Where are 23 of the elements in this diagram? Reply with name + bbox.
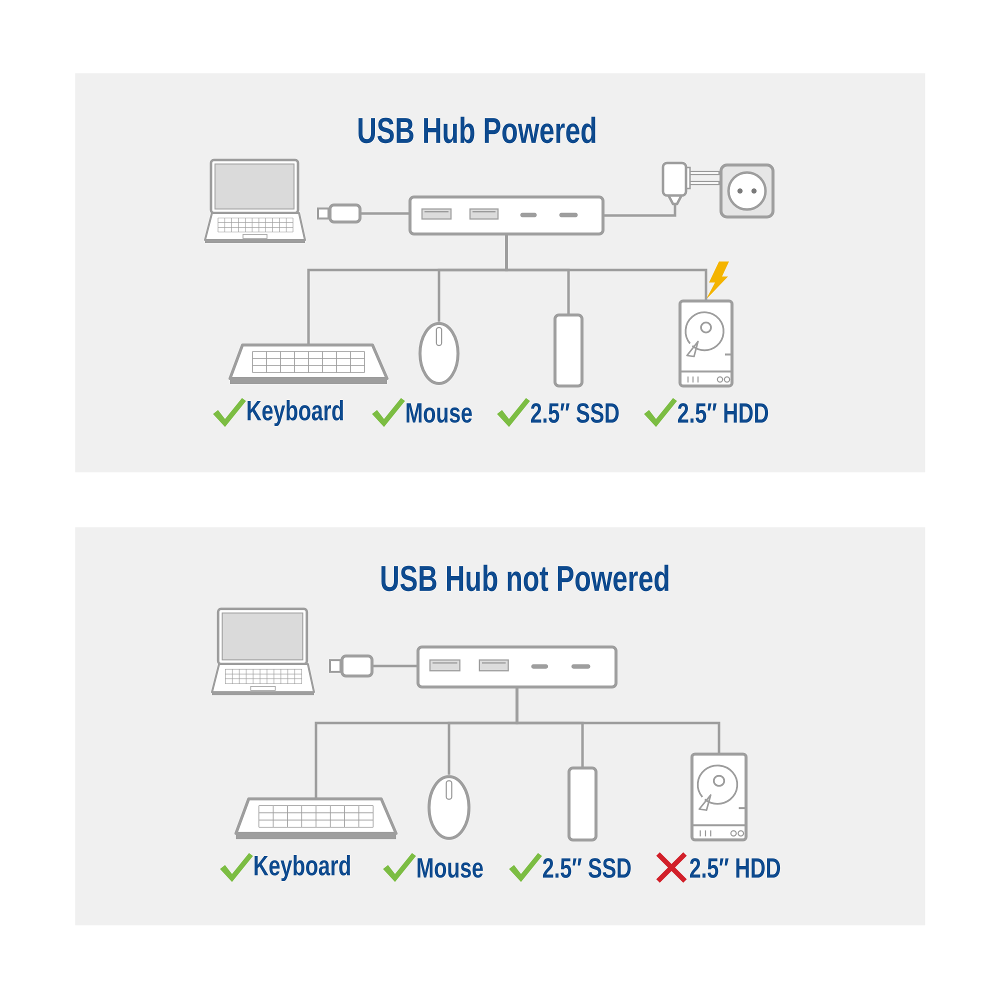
wall-socket: [720, 164, 774, 218]
laptop: [211, 608, 315, 696]
panel-title: USB Hub Powered: [358, 116, 596, 144]
device-label: 2.5″ SSD: [542, 858, 631, 878]
device-label: 2.5″ HDD: [690, 858, 780, 878]
device-label: Mouse: [406, 403, 472, 423]
usb-plug: [317, 204, 362, 224]
usb-plug: [329, 654, 374, 678]
cable: [374, 664, 416, 668]
connection-line: [516, 688, 720, 754]
device-label: 2.5″ SSD: [530, 403, 619, 423]
cable: [604, 204, 676, 217]
cable: [362, 212, 408, 215]
usb-hub: [416, 646, 618, 688]
usb-hub: [408, 196, 604, 236]
power-adapter: [662, 162, 720, 206]
connection-line: [505, 236, 708, 301]
device-label: Keyboard: [254, 854, 350, 882]
device-label: Mouse: [418, 858, 483, 878]
laptop: [204, 158, 306, 243]
device-label: 2.5″ HDD: [678, 403, 768, 423]
device-label: Keyboard: [248, 400, 343, 426]
panel-title: USB Hub not Powered: [382, 564, 668, 592]
